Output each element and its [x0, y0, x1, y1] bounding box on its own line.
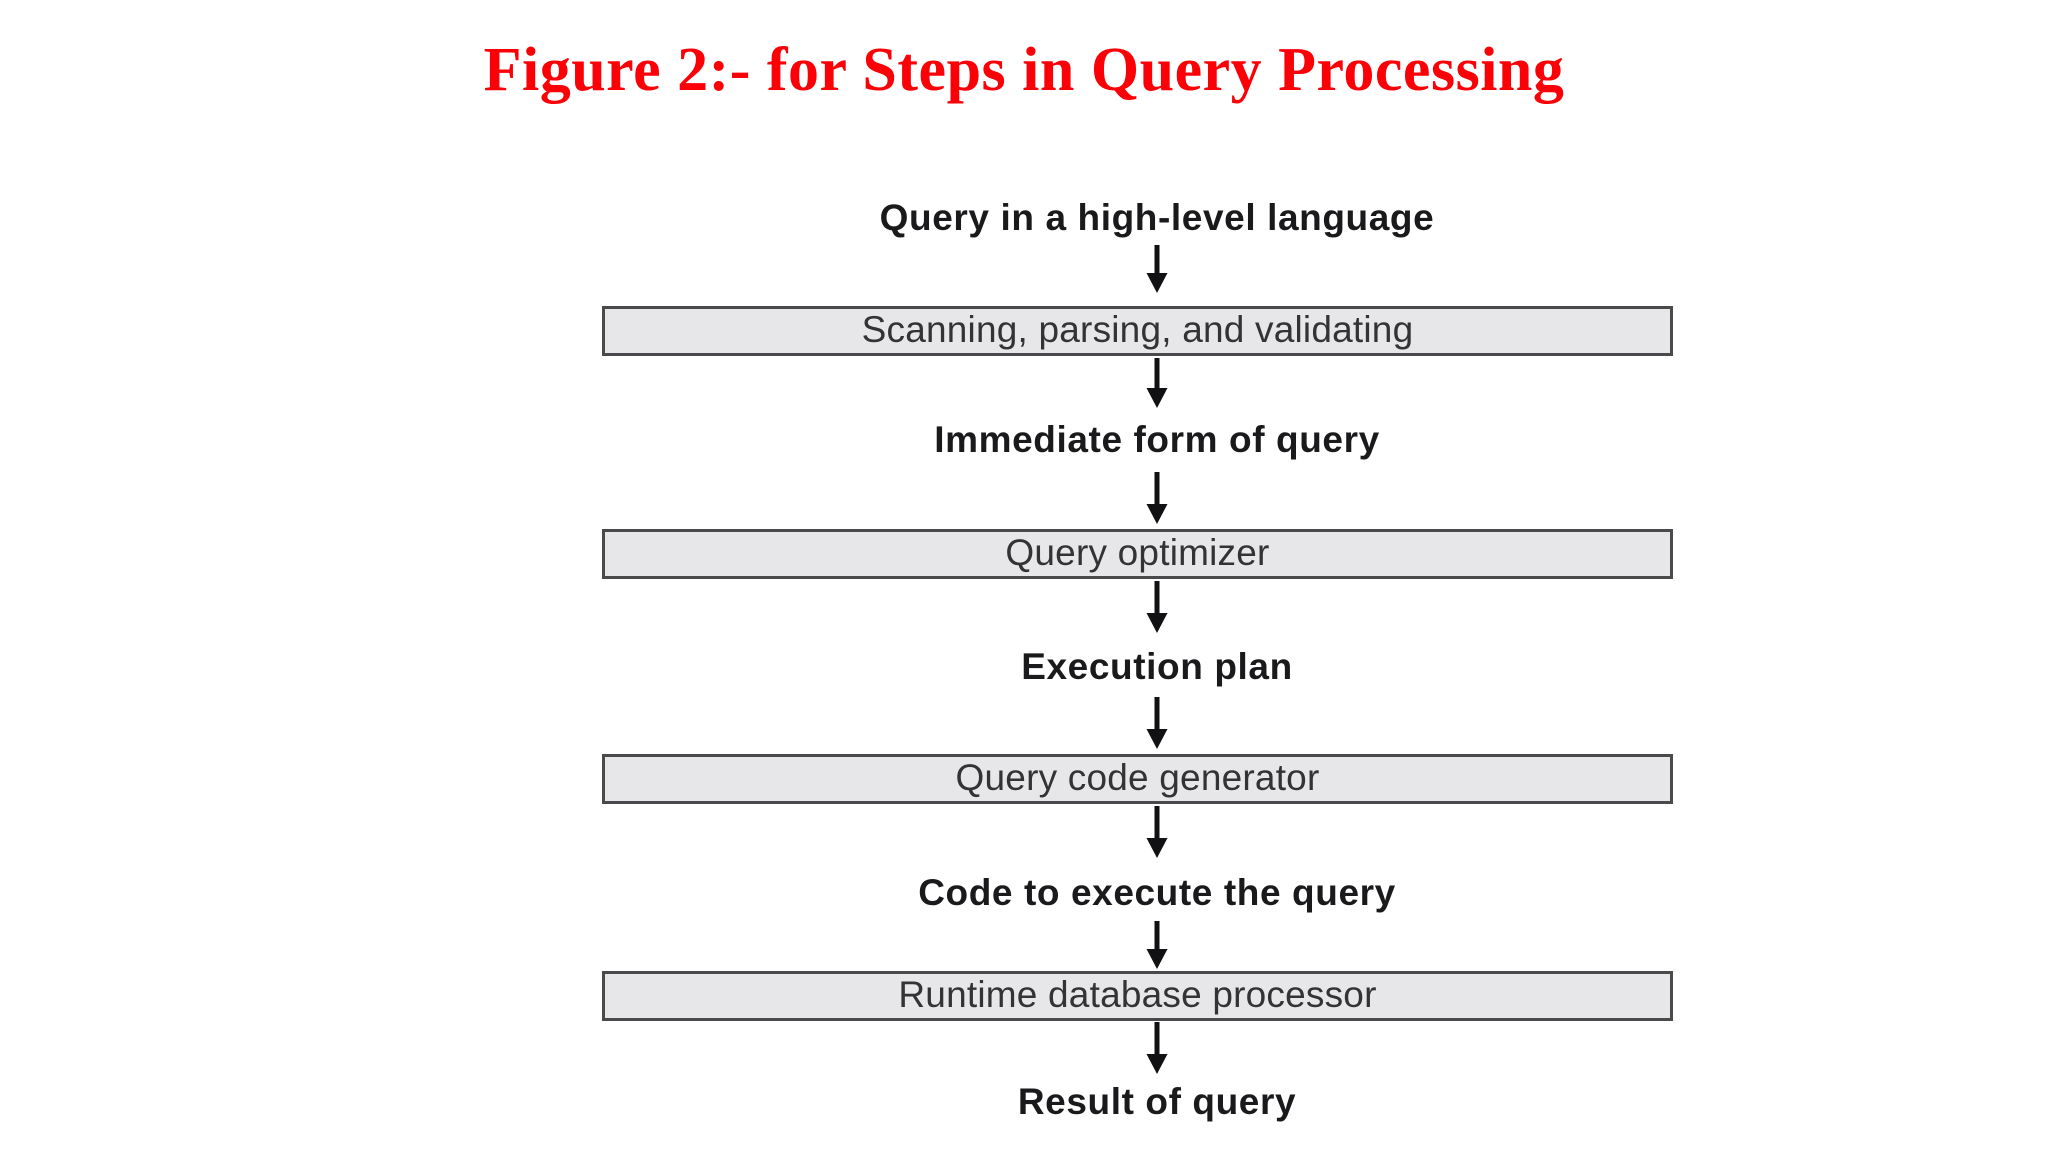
flow-label-text: Immediate form of query: [934, 419, 1380, 460]
flow-box-query-code-generator[interactable]: Query code generator: [602, 754, 1673, 804]
flow-label-execution-plan: Execution plan: [0, 645, 2048, 689]
down-arrow-icon: [1146, 1022, 1168, 1074]
down-arrow-icon: [1146, 581, 1168, 633]
flow-box-label: Query optimizer: [1005, 532, 1270, 573]
page-title: Figure 2:- for Steps in Query Processing: [483, 36, 1565, 104]
flow-label-text: Code to execute the query: [918, 872, 1396, 913]
down-arrow-icon: [1146, 245, 1168, 293]
flow-label-text: Result of query: [1017, 1081, 1297, 1122]
flow-box-label: Runtime database processor: [898, 974, 1377, 1015]
down-arrow-icon: [1146, 697, 1168, 749]
flow-box-label: Query code generator: [955, 757, 1320, 798]
down-arrow-icon: [1146, 472, 1168, 524]
down-arrow-icon: [1146, 358, 1168, 408]
flow-label-immediate-form-of-query: Immediate form of query: [0, 418, 2048, 462]
down-arrow-icon: [1146, 806, 1168, 858]
down-arrow-icon: [1146, 921, 1168, 969]
flow-label-code-to-execute-the-query: Code to execute the query: [0, 871, 2048, 915]
flow-label-text: Query in a high-level language: [879, 197, 1435, 238]
flow-label-query-in-a-high-level-language: Query in a high-level language: [0, 196, 2048, 240]
flow-label-text: Execution plan: [1021, 646, 1293, 687]
flow-box-scanning-parsing-validating[interactable]: Scanning, parsing, and validating: [602, 306, 1673, 356]
flow-box-query-optimizer[interactable]: Query optimizer: [602, 529, 1673, 579]
flow-box-label: Scanning, parsing, and validating: [861, 309, 1414, 350]
flow-label-result-of-query: Result of query: [0, 1080, 2048, 1124]
flow-box-runtime-database-processor[interactable]: Runtime database processor: [602, 971, 1673, 1021]
